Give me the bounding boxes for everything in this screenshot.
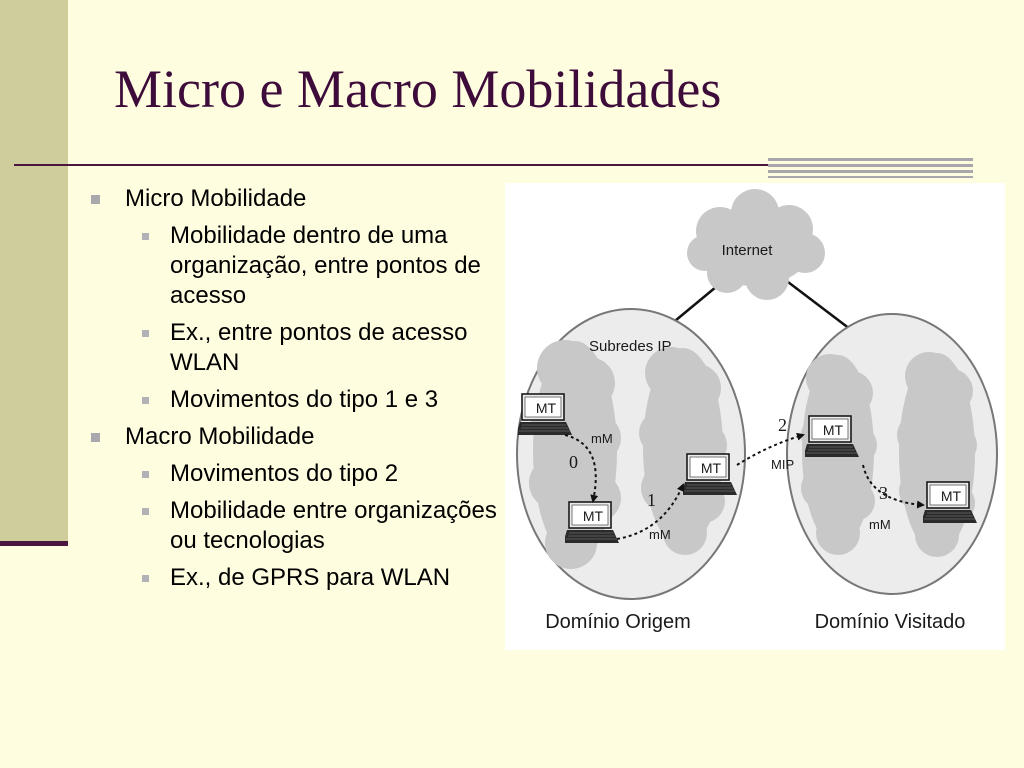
slide-title: Micro e Macro Mobilidades	[114, 59, 722, 119]
internet-link-visited	[787, 281, 851, 330]
move-2-arrow	[736, 432, 805, 466]
bullet-text: Micro Mobilidade	[125, 185, 307, 212]
move-1-label: 1	[647, 490, 656, 510]
sub-bullet-text: Mobilidade entre organizações ou tecnolo…	[170, 497, 497, 554]
sub-bullet: Ex., entre pontos de acesso WLAN	[88, 318, 498, 378]
sub-bullet: Movimentos do tipo 1 e 3	[88, 385, 498, 415]
move-0-arrow	[564, 434, 599, 503]
mobility-diagram: Internet	[505, 183, 1005, 650]
terminal-label: MT	[823, 422, 844, 438]
sub-bullet-text: Ex., entre pontos de acesso WLAN	[170, 319, 468, 376]
terminal-label: MT	[536, 400, 557, 416]
internet-cloud	[687, 189, 825, 300]
square-bullet-icon	[142, 330, 149, 337]
move-1-arrow	[616, 483, 685, 540]
sub-bullet-text: Movimentos do tipo 1 e 3	[170, 386, 439, 413]
square-bullet-icon	[142, 233, 149, 240]
square-bullet-icon	[142, 471, 149, 478]
sub-bullet: Mobilidade dentro de uma organização, en…	[88, 221, 498, 311]
mm-label: mM	[591, 431, 613, 446]
terminal-label: MT	[701, 460, 722, 476]
bullet-list: Micro Mobilidade Mobilidade dentro de um…	[88, 184, 498, 600]
left-decor-tick	[0, 541, 68, 546]
bullet-micro: Micro Mobilidade	[88, 184, 498, 214]
square-bullet-icon	[91, 195, 100, 204]
square-bullet-icon	[91, 433, 100, 442]
move-2-label: 2	[778, 415, 787, 435]
mm-label: mM	[869, 517, 891, 532]
sub-bullet-text: Mobilidade dentro de uma organização, en…	[170, 222, 481, 309]
mip-label: MIP	[771, 457, 794, 472]
mm-label: mM	[649, 527, 671, 542]
sub-bullet: Ex., de GPRS para WLAN	[88, 563, 498, 593]
internet-label: Internet	[722, 242, 774, 259]
mobility-diagram-svg: Internet	[516, 189, 998, 633]
title-divider-accent	[768, 158, 973, 178]
visited-domain-label: Domínio Visitado	[815, 611, 966, 633]
terminal-label: MT	[583, 508, 604, 524]
origin-domain-label: Domínio Origem	[545, 611, 691, 633]
title-divider	[14, 164, 970, 166]
subnets-label: Subredes IP	[589, 338, 672, 355]
move-3-label: 3	[879, 483, 888, 503]
terminal-label: MT	[941, 488, 962, 504]
move-0-label: 0	[569, 452, 578, 472]
square-bullet-icon	[142, 508, 149, 515]
left-decor-band	[0, 0, 68, 545]
sub-bullet-text: Movimentos do tipo 2	[170, 460, 399, 487]
square-bullet-icon	[142, 397, 149, 404]
move-3-arrow	[862, 464, 925, 509]
sub-bullet-text: Ex., de GPRS para WLAN	[170, 564, 451, 591]
bullet-macro: Macro Mobilidade	[88, 422, 498, 452]
sub-bullet: Mobilidade entre organizações ou tecnolo…	[88, 496, 498, 556]
sub-bullet: Movimentos do tipo 2	[88, 459, 498, 489]
bullet-text: Macro Mobilidade	[125, 423, 315, 450]
square-bullet-icon	[142, 575, 149, 582]
